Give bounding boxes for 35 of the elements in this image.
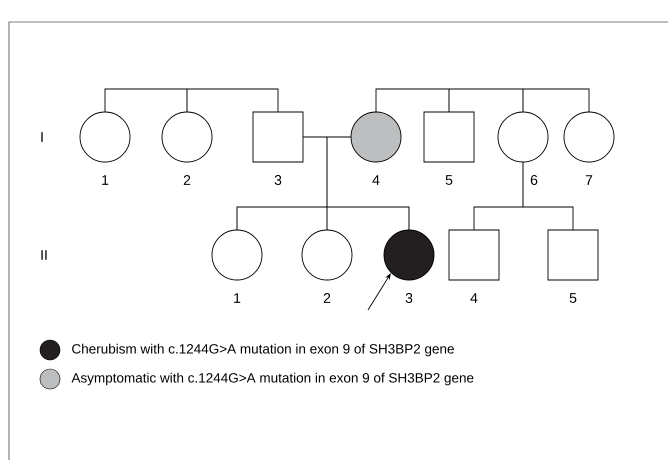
male-square	[548, 230, 598, 280]
female-circle	[384, 230, 434, 280]
legend-text: Cherubism with c.1244G>A mutation in exon 9 of SH3BP2 gene	[72, 344, 454, 356]
individual-number: 3	[274, 175, 282, 185]
individual-number: 4	[372, 175, 380, 185]
female-circle	[350, 112, 402, 162]
individual-number: 4	[470, 293, 478, 303]
generation-label: II	[41, 250, 47, 260]
male-square	[448, 230, 500, 280]
male-square	[424, 112, 474, 162]
individual-number: 2	[184, 175, 190, 185]
individual-number: 3	[406, 293, 412, 303]
female-circle	[498, 112, 548, 162]
female-circle	[80, 112, 130, 162]
pedigree-line	[104, 88, 188, 112]
individual-number: 1	[102, 175, 108, 185]
individual-number: 2	[324, 293, 330, 303]
male-square	[252, 112, 304, 162]
legend-text: Asymptomatic with c.1244G>A mutation in exon 9 of SH3BP2 gene	[71, 372, 474, 386]
female-circle	[212, 230, 262, 280]
individual-number: 1	[234, 293, 240, 303]
pedigree-line	[326, 136, 410, 230]
pedigree-line	[376, 88, 450, 112]
pedigree-line	[522, 162, 574, 230]
pedigree-line	[186, 88, 278, 112]
pedigree-line	[448, 88, 524, 112]
individual-number: 5	[570, 293, 576, 303]
individual-number: 7	[586, 175, 592, 185]
pedigree-line	[522, 88, 590, 112]
female-circle	[162, 112, 212, 162]
female-circle	[302, 230, 352, 280]
female-circle	[564, 112, 614, 162]
individual-number: 6	[530, 175, 538, 185]
generation-label: I	[41, 132, 43, 142]
individual-number: 5	[446, 175, 452, 185]
